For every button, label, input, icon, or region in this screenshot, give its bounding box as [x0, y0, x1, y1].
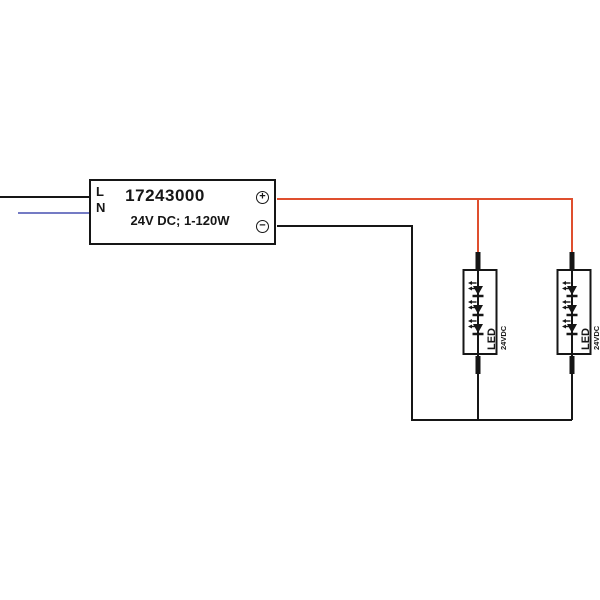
- terminal-n-label: N: [96, 200, 106, 215]
- minus-sign: −: [259, 219, 266, 232]
- led-module-voltage: 24VDC: [499, 325, 508, 350]
- positive-terminal-icon: +: [256, 191, 269, 204]
- led-module-label: LED: [486, 328, 498, 350]
- driver-part-number: 17243000: [125, 186, 205, 205]
- wire-terminal: [475, 356, 481, 374]
- wire-terminal: [569, 252, 575, 270]
- driver-spec: 24V DC; 1-120W: [130, 213, 230, 228]
- wire-terminal: [569, 356, 575, 374]
- terminal-l-label: L: [96, 184, 104, 199]
- led-module-1: LED 24VDC: [462, 252, 508, 374]
- led-module-2: LED 24VDC: [556, 252, 600, 374]
- positive-output-wire: [277, 198, 573, 256]
- wire-terminal: [475, 252, 481, 270]
- negative-return-wire: [277, 225, 572, 421]
- negative-terminal-icon: −: [256, 220, 269, 233]
- led-module-voltage: 24VDC: [592, 325, 600, 350]
- led-module-label: LED: [580, 328, 592, 350]
- plus-sign: +: [259, 190, 266, 203]
- led-module-box: [556, 269, 592, 355]
- led-module-box: [462, 269, 498, 355]
- driver-box: L N 17243000 24V DC; 1-120W + −: [89, 179, 276, 245]
